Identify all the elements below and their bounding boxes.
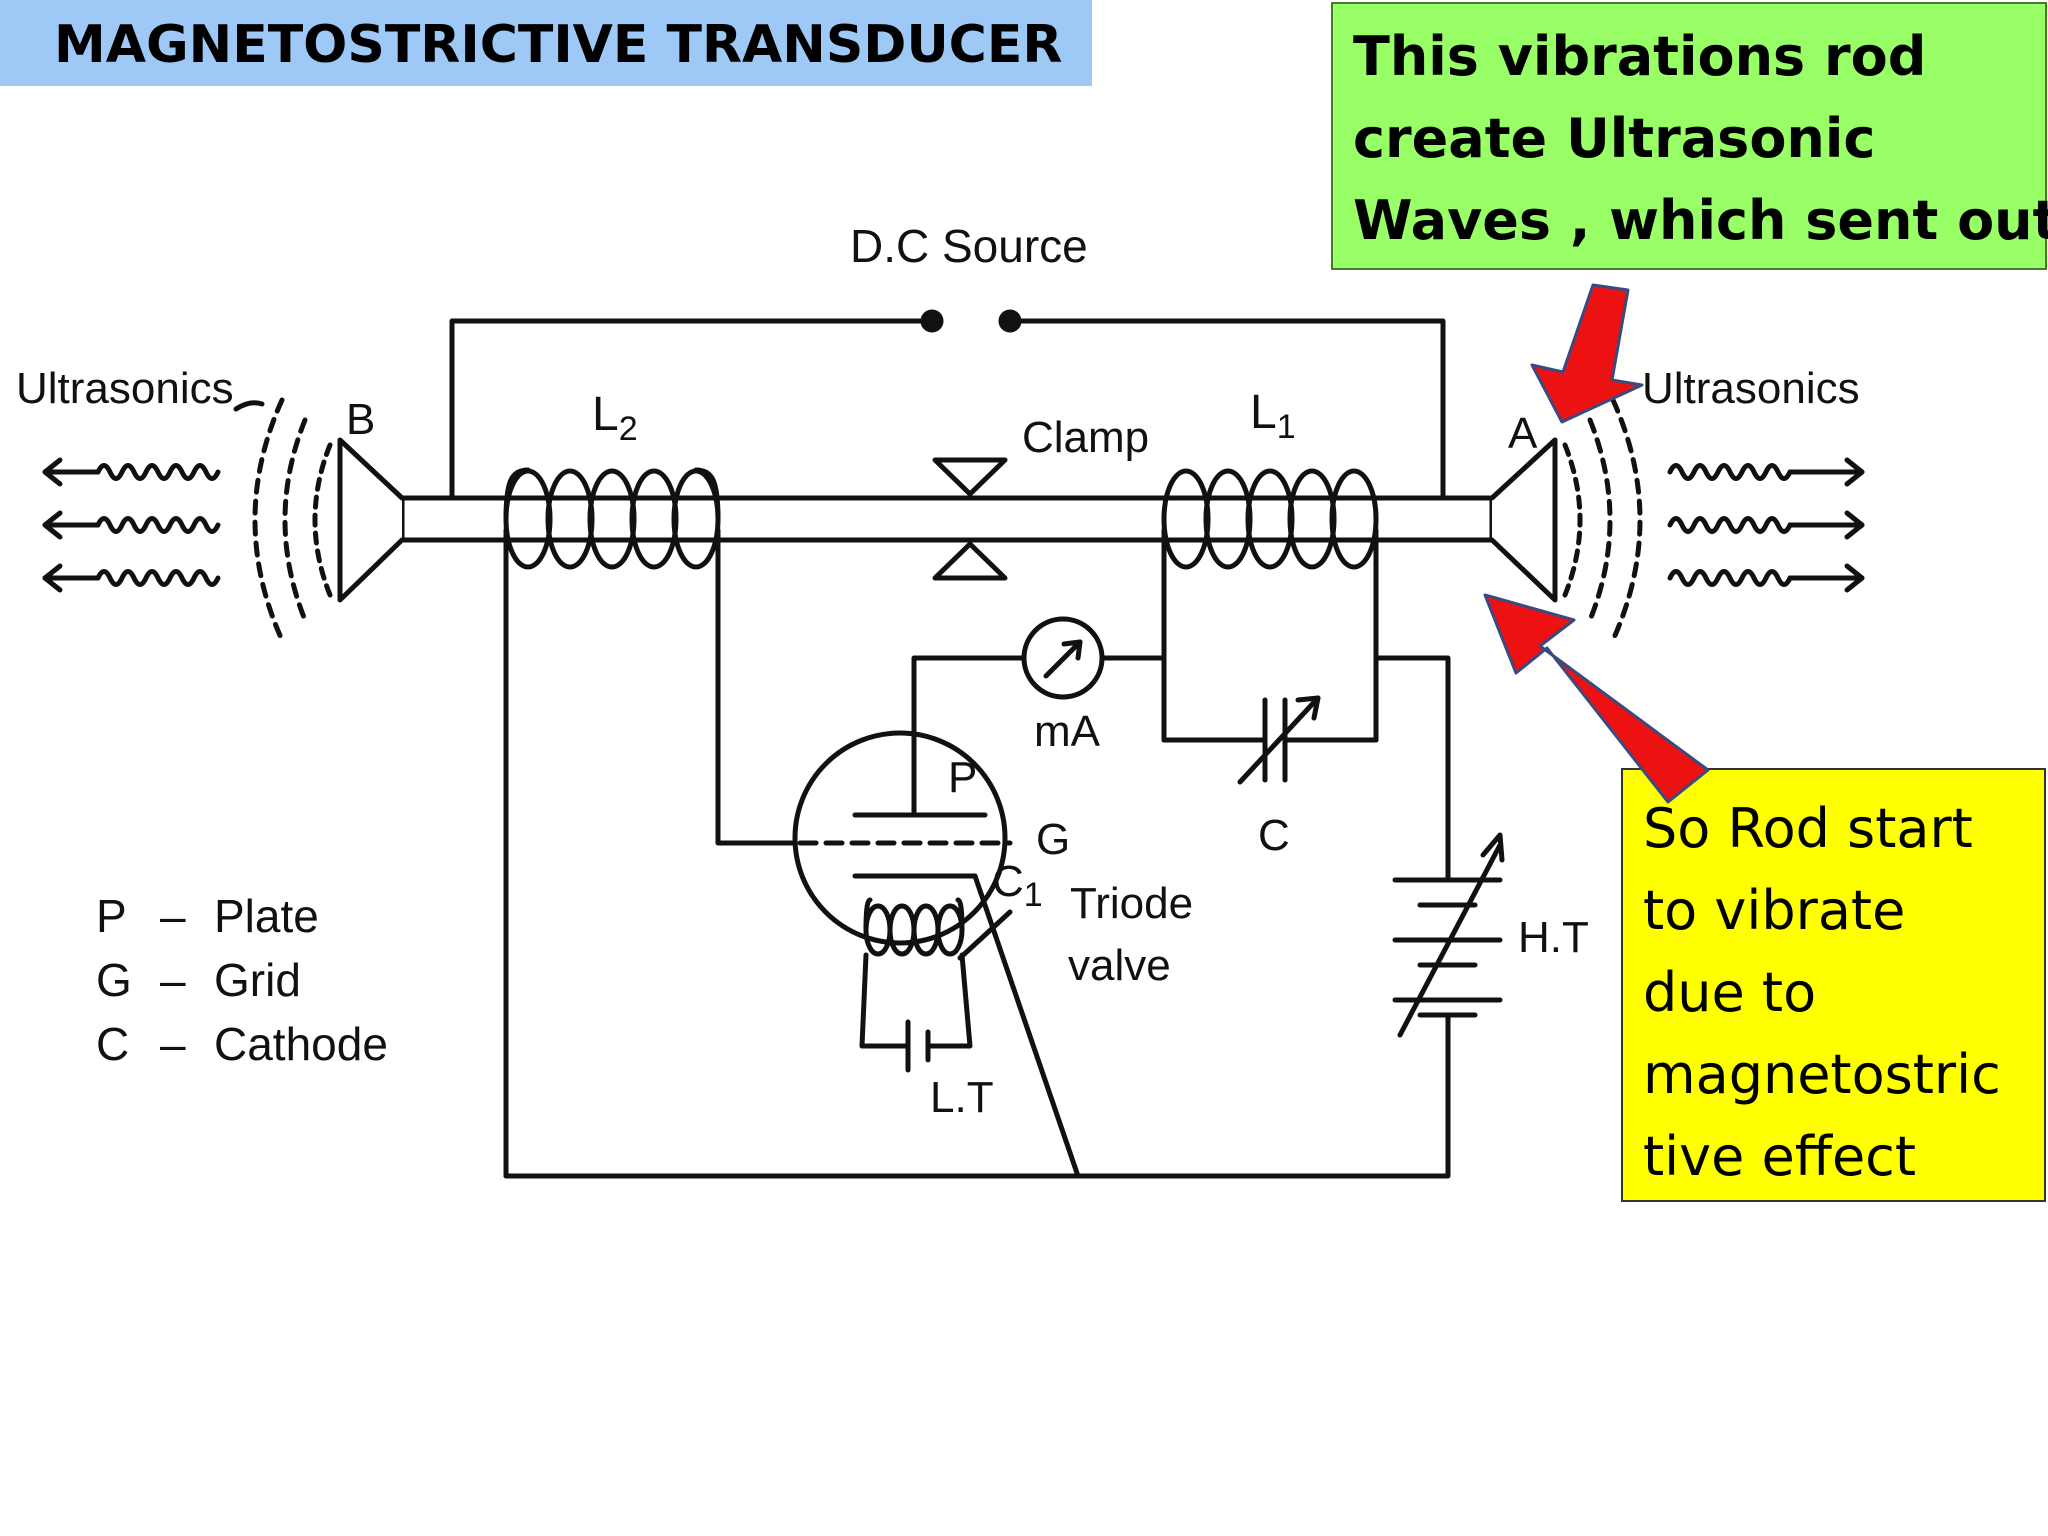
horn-b	[233, 397, 405, 643]
arrow-down-to-rod-icon	[1530, 283, 1644, 424]
callout-line: magnetostric	[1643, 1043, 2001, 1106]
dc-terminal-right	[998, 309, 1022, 333]
callout-line: Waves , which sent out	[1353, 189, 2048, 252]
dc-source-label: D.C Source	[850, 220, 1088, 272]
legend-dash: –	[160, 1018, 186, 1070]
coil-l2	[503, 467, 803, 1179]
triode-label-line1: Triode	[1070, 879, 1193, 928]
callout-line: This vibrations rod	[1353, 25, 1927, 88]
callout-line: tive effect	[1643, 1125, 1917, 1188]
legend-key: P	[96, 890, 127, 942]
legend-item: P – Plate	[96, 890, 319, 942]
ht-variable-arrow	[1397, 842, 1503, 1038]
triode-label-line2: valve	[1068, 941, 1171, 990]
milliammeter	[911, 616, 1105, 718]
grid-label: G	[1036, 815, 1070, 864]
legend-dash: –	[160, 954, 186, 1006]
legend-item: C – Cathode	[96, 1018, 388, 1070]
callout-line: create Ultrasonic	[1353, 107, 1876, 170]
triode-valve	[792, 712, 1081, 1179]
slide-title: MAGNETOSTRICTIVE TRANSDUCER	[0, 0, 1092, 86]
magnetostrictive-rod	[399, 495, 1495, 543]
cathode-label: C1	[992, 857, 1043, 914]
low-tension-battery	[859, 952, 973, 1073]
callout-line: due to	[1643, 961, 1817, 1024]
callout-line: So Rod start	[1643, 797, 1973, 860]
legend-key: G	[96, 954, 132, 1006]
legend-value: Plate	[214, 890, 319, 942]
red-arrows	[1483, 283, 1710, 804]
meter-label: mA	[1034, 707, 1101, 756]
high-tension-label: H.T	[1518, 913, 1589, 962]
capacitor-variable-arrow	[1237, 695, 1321, 785]
legend: P – Plate G – Grid C – Cathode	[96, 890, 388, 1070]
high-tension-battery	[503, 655, 1505, 1179]
capacitor-label: C	[1258, 811, 1290, 860]
ultrasonic-waves-right	[1670, 457, 1865, 593]
legend-dash: –	[160, 890, 186, 942]
horn-a	[1489, 397, 1643, 643]
ultrasonics-right-label: Ultrasonics	[1642, 364, 1860, 413]
arrow-up-to-rod-icon	[1483, 593, 1710, 804]
callout-line: to vibrate	[1643, 879, 1906, 942]
callout-rod-vibration: So Rod start to vibrate due to magnetost…	[1621, 768, 2046, 1202]
dc-terminal-left	[920, 309, 944, 333]
legend-value: Grid	[214, 954, 301, 1006]
clamp	[932, 457, 1008, 581]
end-b-label: B	[346, 395, 375, 444]
clamp-label: Clamp	[1022, 413, 1149, 462]
legend-item: G – Grid	[96, 954, 301, 1006]
callout-ultrasonic-waves: This vibrations rod create Ultrasonic Wa…	[1331, 2, 2048, 270]
coil-l1	[1161, 468, 1379, 743]
tank-circuit	[1097, 655, 1379, 785]
legend-key: C	[96, 1018, 129, 1070]
plate-label: P	[948, 753, 977, 802]
coil-l1-label: L1	[1250, 386, 1296, 446]
legend-value: Cathode	[214, 1018, 388, 1070]
coil-l2-label: L2	[592, 388, 638, 448]
ultrasonics-left-label: Ultrasonics	[16, 364, 234, 413]
ultrasonic-waves-left	[42, 457, 218, 593]
end-a-label: A	[1508, 409, 1538, 458]
low-tension-label: L.T	[930, 1073, 994, 1122]
